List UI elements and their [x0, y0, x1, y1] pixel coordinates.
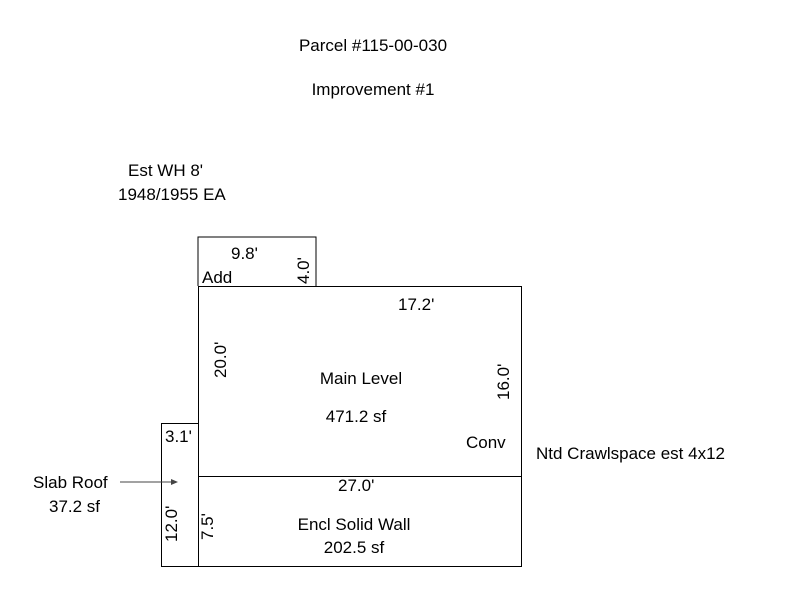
- lower-label: Encl Solid Wall: [298, 515, 411, 534]
- main-top-dim: 17.2': [398, 295, 434, 314]
- addition-outline: [197, 236, 317, 286]
- main-right-dim: 16.0': [494, 364, 513, 400]
- lower-top-dim: 27.0': [338, 476, 374, 495]
- add-width-dim: 9.8': [231, 244, 258, 263]
- slab-height-dim: 12.0': [162, 506, 181, 542]
- parcel-title: Parcel #115-00-030: [299, 36, 447, 55]
- lower-left-dim: 7.5': [198, 513, 217, 540]
- main-area: 471.2 sf: [326, 407, 387, 426]
- slab-area: 37.2 sf: [49, 497, 100, 516]
- crawlspace-note: Ntd Crawlspace est 4x12: [536, 444, 725, 463]
- add-height-dim: 4.0': [294, 257, 313, 284]
- improvement-title: Improvement #1: [312, 80, 435, 99]
- lower-area: 202.5 sf: [324, 538, 385, 557]
- slab-label: Slab Roof: [33, 473, 108, 492]
- year-note: 1948/1955 EA: [118, 185, 226, 204]
- main-note: Conv: [466, 433, 506, 452]
- slab-outline: [161, 423, 199, 567]
- main-label: Main Level: [320, 369, 402, 388]
- arrow-head-icon: [171, 479, 178, 485]
- add-label: Add: [202, 268, 232, 287]
- wall-height-note: Est WH 8': [128, 161, 203, 180]
- slab-width-dim: 3.1': [165, 427, 192, 446]
- main-left-dim: 20.0': [211, 342, 230, 378]
